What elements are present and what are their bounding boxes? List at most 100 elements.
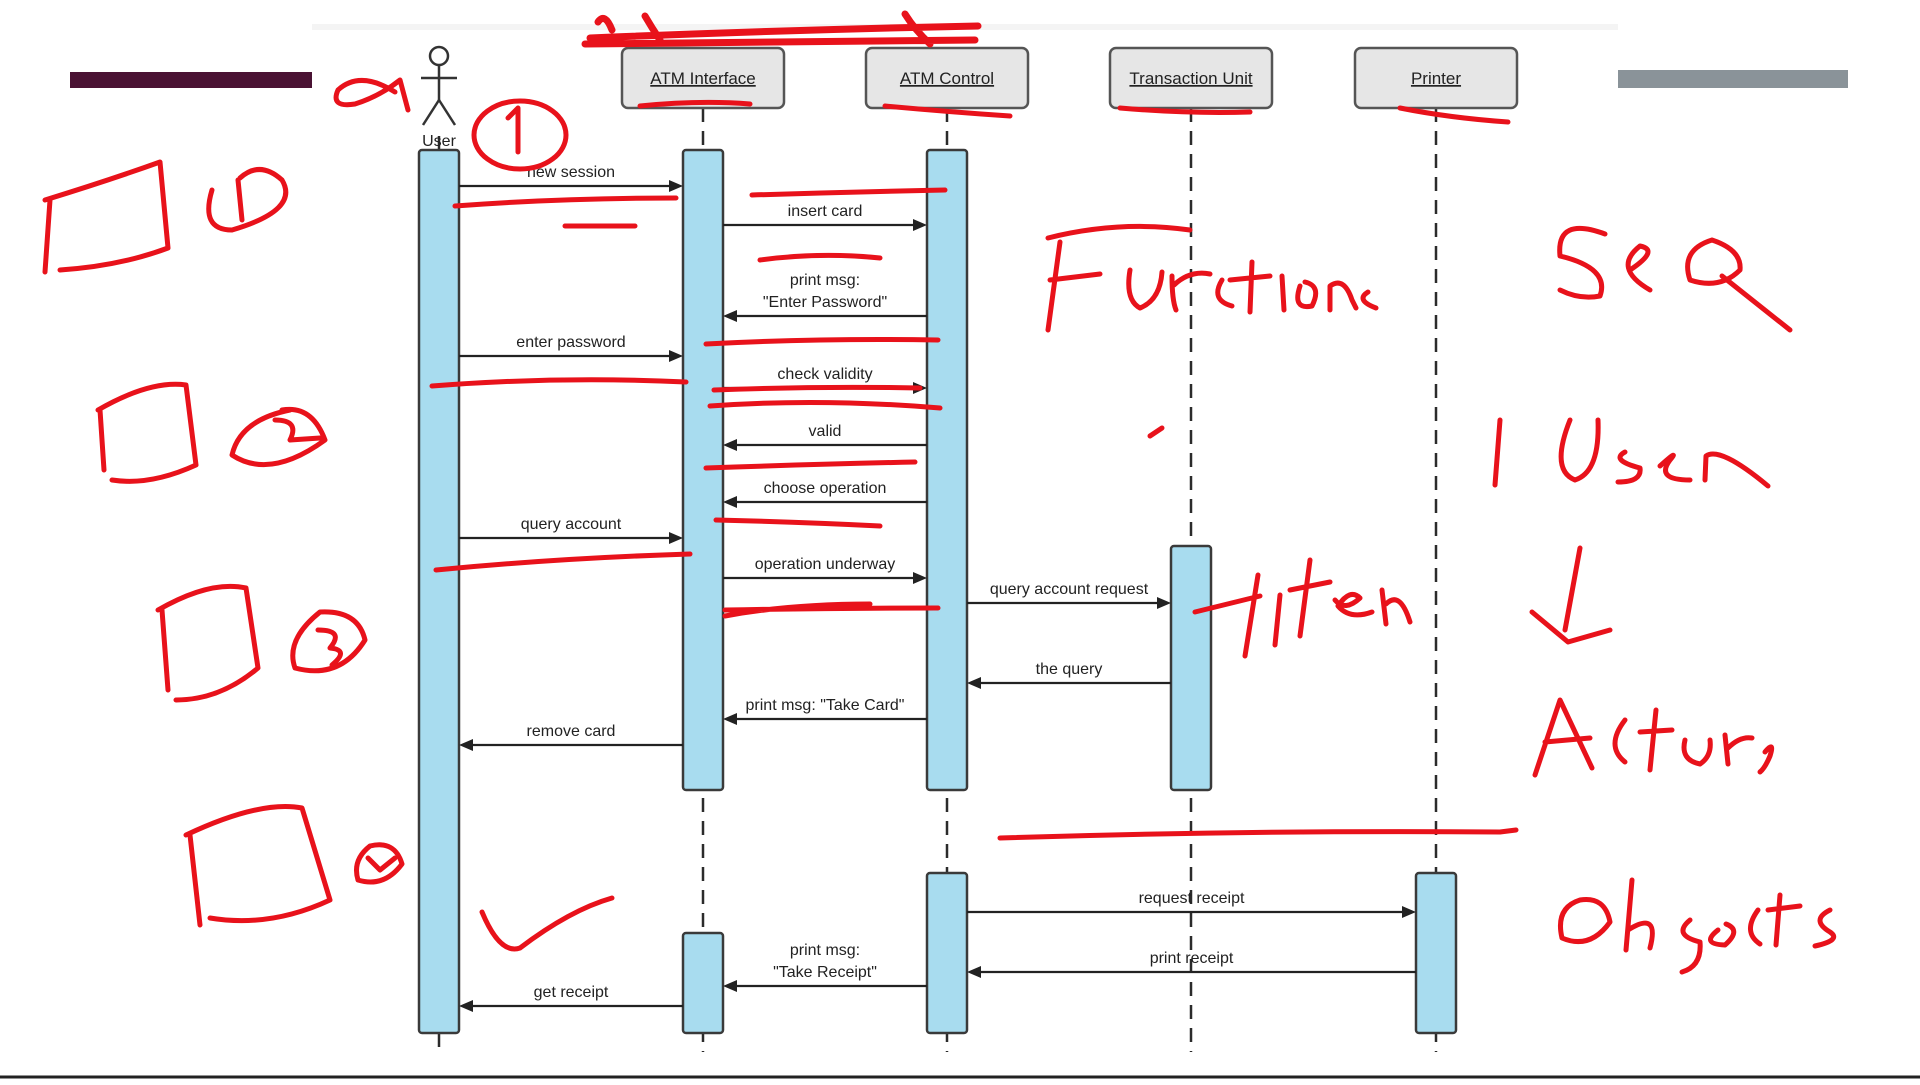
message-16: get receipt bbox=[459, 984, 683, 1012]
message-label: enter password bbox=[516, 334, 625, 351]
activation-atm-interface-1 bbox=[681, 148, 725, 792]
ink-word-1-user bbox=[1492, 417, 1771, 489]
message-12: remove card bbox=[459, 723, 683, 751]
left-accent-bar bbox=[70, 72, 312, 88]
activation-atm-interface-2 bbox=[681, 931, 725, 1035]
ink-word-objects bbox=[1558, 877, 1837, 975]
arrowhead bbox=[723, 980, 737, 992]
ink-word-seq bbox=[1557, 225, 1793, 333]
message-15: print msg: "Take Receipt" bbox=[723, 942, 927, 992]
participant-atm-control: ATM Control bbox=[864, 46, 1030, 110]
ink-underline-choose-operation bbox=[713, 517, 883, 529]
actor-leg-right bbox=[437, 99, 457, 126]
message-14: print receipt bbox=[967, 950, 1416, 978]
arrowhead bbox=[913, 572, 927, 584]
activation-transaction-unit bbox=[1169, 544, 1213, 792]
actor-head bbox=[428, 45, 450, 67]
message-0: new session bbox=[459, 164, 683, 192]
ink-num-2 bbox=[229, 406, 328, 468]
activation-printer bbox=[1414, 871, 1458, 1035]
ink-underline-enter-password-ctrl bbox=[703, 337, 941, 347]
message-label: print msg: bbox=[790, 942, 860, 959]
ink-num-4 bbox=[354, 842, 405, 885]
message-7: query account bbox=[459, 516, 683, 544]
message-8: operation underway bbox=[723, 556, 927, 584]
participant-atm-interface: ATM Interface bbox=[620, 46, 786, 110]
participant-box-atm-interface bbox=[620, 46, 786, 110]
ink-num-1 bbox=[206, 167, 289, 233]
participant-printer: Printer bbox=[1353, 46, 1519, 110]
message-label: new session bbox=[527, 164, 615, 181]
participant-transaction-unit: Transaction Unit bbox=[1108, 46, 1274, 110]
message-10: the query bbox=[967, 661, 1171, 689]
activation-bars bbox=[417, 148, 1458, 1035]
ink-underline-atm-control bbox=[882, 103, 1013, 119]
message-label: print msg: "Take Card" bbox=[746, 697, 905, 714]
right-accent-bar bbox=[1618, 70, 1848, 88]
arrowhead bbox=[967, 966, 981, 978]
arrowhead bbox=[723, 713, 737, 725]
message-label: the query bbox=[1036, 661, 1103, 678]
message-label: query account request bbox=[990, 581, 1149, 598]
message-label: get receipt bbox=[534, 984, 609, 1001]
ink-underline-atm-interface bbox=[637, 99, 753, 109]
ink-underline-query-account bbox=[433, 551, 693, 573]
message-2: print msg: "Enter Password" bbox=[723, 272, 927, 322]
arrowhead bbox=[1157, 597, 1171, 609]
participant-label-atm-control: ATM Control bbox=[900, 69, 994, 88]
arrowhead bbox=[669, 180, 683, 192]
ink-divider-line bbox=[997, 827, 1519, 841]
ink-num-3 bbox=[290, 609, 368, 674]
participant-box-transaction-unit bbox=[1108, 46, 1274, 110]
participant-box-printer bbox=[1353, 46, 1519, 110]
message-1: insert card bbox=[723, 203, 927, 231]
participant-label-atm-interface: ATM Interface bbox=[650, 69, 756, 88]
actor-leg-left bbox=[421, 99, 441, 126]
ink-arrow-down bbox=[1529, 545, 1613, 645]
message-label: remove card bbox=[527, 723, 616, 740]
arrowhead bbox=[967, 677, 981, 689]
ink-checkmark bbox=[479, 895, 615, 952]
ink-circle-one bbox=[471, 98, 569, 172]
ink-alpha bbox=[333, 77, 411, 113]
participant-box-atm-control bbox=[864, 46, 1030, 110]
message-label: insert card bbox=[788, 203, 863, 220]
message-6: choose operation bbox=[723, 480, 927, 508]
message-9: query account request bbox=[967, 581, 1171, 609]
arrowhead bbox=[723, 496, 737, 508]
ink-box-3 bbox=[155, 583, 261, 703]
message-13: request receipt bbox=[967, 890, 1416, 918]
message-label: "Take Receipt" bbox=[773, 964, 877, 981]
handwritten-annotations bbox=[42, 10, 1837, 975]
message-label: check validity bbox=[777, 366, 872, 383]
arrowhead bbox=[459, 1000, 473, 1012]
message-label: print msg: bbox=[790, 272, 860, 289]
actor-user: User bbox=[421, 45, 457, 150]
activation-atm-control-1 bbox=[925, 148, 969, 792]
message-3: enter password bbox=[459, 334, 683, 362]
ink-underline-new-session bbox=[452, 195, 679, 209]
arrowhead bbox=[459, 739, 473, 751]
arrowhead bbox=[669, 350, 683, 362]
arrowhead bbox=[1402, 906, 1416, 918]
ink-word-functions bbox=[1045, 223, 1379, 333]
arrowhead bbox=[913, 219, 927, 231]
message-label: operation underway bbox=[755, 556, 896, 573]
ink-small-tick bbox=[1147, 425, 1165, 439]
message-label: query account bbox=[521, 516, 622, 533]
arrowhead bbox=[723, 439, 737, 451]
ink-underline-print-msg bbox=[757, 252, 883, 263]
ink-underline-enter-password bbox=[429, 377, 689, 389]
message-label: print receipt bbox=[1150, 950, 1234, 967]
ink-strike-header bbox=[581, 10, 982, 48]
ink-word-lifeline bbox=[1192, 557, 1413, 659]
ink-underline-operation-underway bbox=[722, 601, 941, 619]
ink-digit-one bbox=[505, 105, 521, 155]
message-label: "Enter Password" bbox=[763, 294, 887, 311]
message-5: valid bbox=[723, 423, 927, 451]
ink-box-4 bbox=[183, 804, 333, 928]
message-label: choose operation bbox=[764, 480, 887, 497]
participant-label-transaction-unit: Transaction Unit bbox=[1129, 69, 1252, 88]
